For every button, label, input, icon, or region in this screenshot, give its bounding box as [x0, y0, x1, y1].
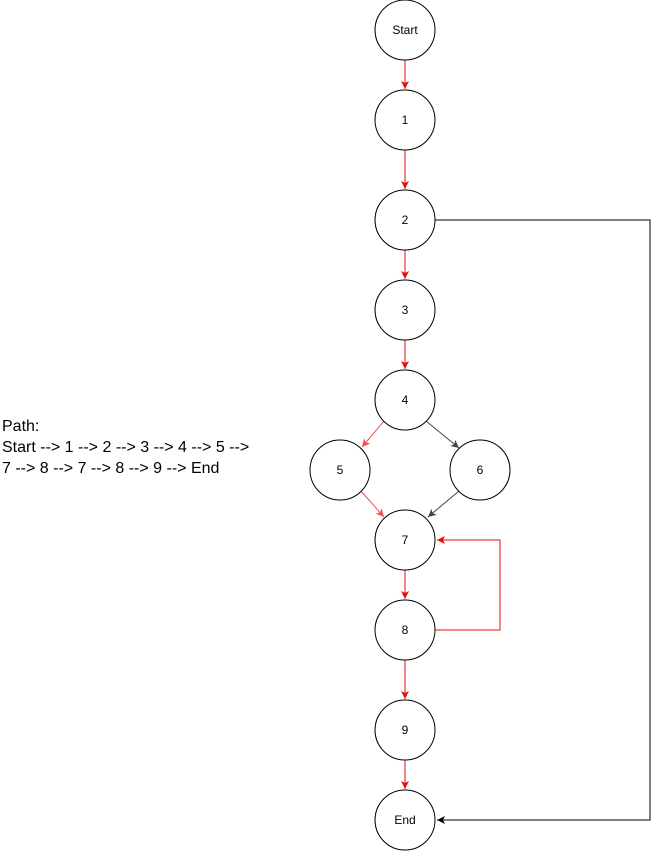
- node-1: 1: [374, 89, 436, 151]
- edge-4-5: [361, 420, 385, 448]
- node-start: Start: [374, 0, 436, 61]
- edge-6-7: [427, 490, 460, 518]
- node-4: 4: [374, 369, 436, 431]
- node-2: 2: [374, 189, 436, 251]
- node-7: 7: [374, 509, 436, 571]
- path-heading: Path:: [2, 418, 40, 435]
- node-8-label: 8: [402, 623, 409, 637]
- node-3-label: 3: [402, 303, 409, 317]
- edge-5-7: [360, 490, 385, 518]
- node-6-label: 6: [477, 463, 484, 477]
- node-7-label: 7: [402, 533, 409, 547]
- node-start-label: Start: [392, 23, 418, 37]
- edge-8-7-loop: [435, 536, 501, 631]
- node-end-label: End: [394, 813, 415, 827]
- node-5: 5: [309, 439, 371, 501]
- node-8: 8: [374, 599, 436, 661]
- path-sequence-line-1: Start --> 1 --> 2 --> 3 --> 4 --> 5 -->: [2, 439, 250, 456]
- path-sequence-line-2: 7 --> 8 --> 7 --> 8 --> 9 --> End: [2, 460, 220, 477]
- node-4-label: 4: [402, 393, 409, 407]
- node-2-label: 2: [402, 213, 409, 227]
- edge-4-6: [425, 420, 460, 449]
- edge-2-end: [435, 219, 651, 824]
- node-9: 9: [374, 699, 436, 761]
- nodes-group: Start 1 2 3 4 5 6 7: [309, 0, 511, 851]
- node-9-label: 9: [402, 723, 409, 737]
- edges-group: [360, 60, 651, 824]
- path-description: Path: Start --> 1 --> 2 --> 3 --> 4 --> …: [2, 416, 302, 479]
- node-6: 6: [449, 439, 511, 501]
- node-end: End: [374, 789, 436, 851]
- node-1-label: 1: [402, 113, 409, 127]
- node-3: 3: [374, 279, 436, 341]
- node-5-label: 5: [337, 463, 344, 477]
